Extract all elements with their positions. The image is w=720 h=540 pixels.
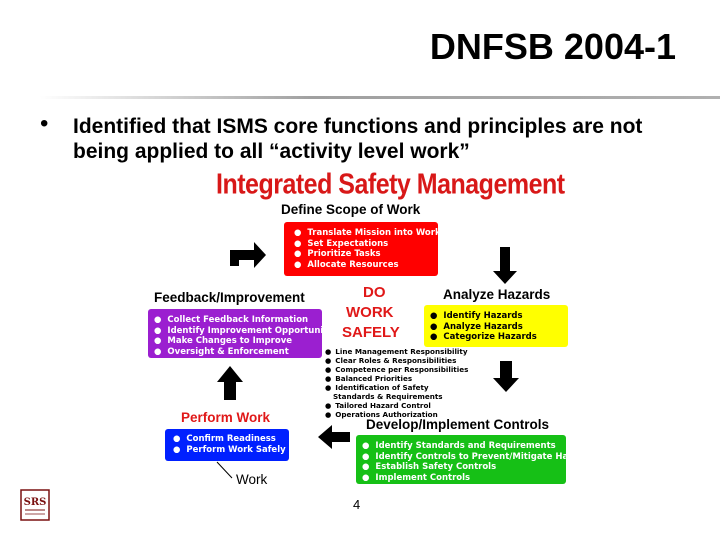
feedback-item: Make Changes to Improve <box>154 336 322 347</box>
define-scope-box: Translate Mission into Work Set Expectat… <box>284 222 441 276</box>
center-label-safely: SAFELY <box>342 324 400 341</box>
perform-item: Perform Work Safely <box>173 445 289 456</box>
perform-work-label: Perform Work <box>181 410 271 425</box>
develop-item: Establish Safety Controls <box>362 462 566 473</box>
feedback-label: Feedback/Improvement <box>154 290 305 305</box>
perform-item: Confirm Readiness <box>173 434 289 445</box>
analyze-hazards-box: Identify Hazards Analyze Hazards Categor… <box>424 305 568 347</box>
principle-item: Identification of Safety <box>325 383 468 392</box>
define-scope-label: Define Scope of Work <box>281 202 421 217</box>
develop-controls-box: Identify Standards and Requirements Iden… <box>356 435 594 484</box>
develop-item: Implement Controls <box>362 473 566 484</box>
bullet-text: Identified that ISMS core functions and … <box>73 115 643 163</box>
define-item: Translate Mission into Work <box>294 228 440 239</box>
page-number: 4 <box>353 497 361 512</box>
srs-logo: SRS <box>20 489 50 521</box>
title-divider <box>40 96 720 99</box>
work-pointer-line <box>216 461 233 479</box>
feedback-item: Identify Improvement Opportunities <box>154 326 341 337</box>
perform-work-box: Confirm Readiness Perform Work Safely <box>165 429 289 461</box>
slide-title: DNFSB 2004-1 <box>429 26 676 67</box>
diagram-title: Integrated Safety Management <box>216 168 565 201</box>
define-item: Allocate Resources <box>294 260 438 271</box>
principle-item: Clear Roles & Responsibilities <box>325 356 468 365</box>
feedback-box: Collect Feedback Information Identify Im… <box>148 309 341 358</box>
develop-controls-label: Develop/Implement Controls <box>366 417 550 432</box>
define-item: Prioritize Tasks <box>294 249 438 260</box>
principle-item: Operations Authorization <box>325 410 468 419</box>
principle-item: Balanced Priorities <box>325 374 468 383</box>
arrow-up-icon <box>217 366 243 400</box>
define-item: Set Expectations <box>294 239 438 250</box>
feedback-item: Oversight & Enforcement <box>154 347 322 358</box>
center-label-do: DO <box>363 284 386 301</box>
principle-item: Standards & Requirements <box>333 392 443 401</box>
principles-list: Line Management Responsibility Clear Rol… <box>325 347 468 419</box>
principle-item: Line Management Responsibility <box>325 347 468 356</box>
work-label: Work <box>236 472 268 487</box>
logo-text: SRS <box>24 497 47 508</box>
arrow-down-icon <box>493 361 519 392</box>
analyze-item: Analyze Hazards <box>430 322 568 333</box>
principle-item: Competence per Responsibilities <box>325 365 468 374</box>
arrow-down-icon <box>493 247 517 284</box>
arrow-right-icon <box>230 242 266 268</box>
feedback-item: Collect Feedback Information <box>154 315 322 326</box>
bullet-marker: • <box>40 110 49 137</box>
develop-item: Identify Controls to Prevent/Mitigate Ha… <box>362 452 594 463</box>
arrow-left-icon <box>318 425 350 449</box>
analyze-item: Identify Hazards <box>430 311 568 322</box>
analyze-hazards-label: Analyze Hazards <box>443 287 551 302</box>
principle-item: Tailored Hazard Control <box>325 401 468 410</box>
develop-item: Identify Standards and Requirements <box>362 441 566 452</box>
center-label-work: WORK <box>346 304 394 321</box>
analyze-item: Categorize Hazards <box>430 332 568 343</box>
